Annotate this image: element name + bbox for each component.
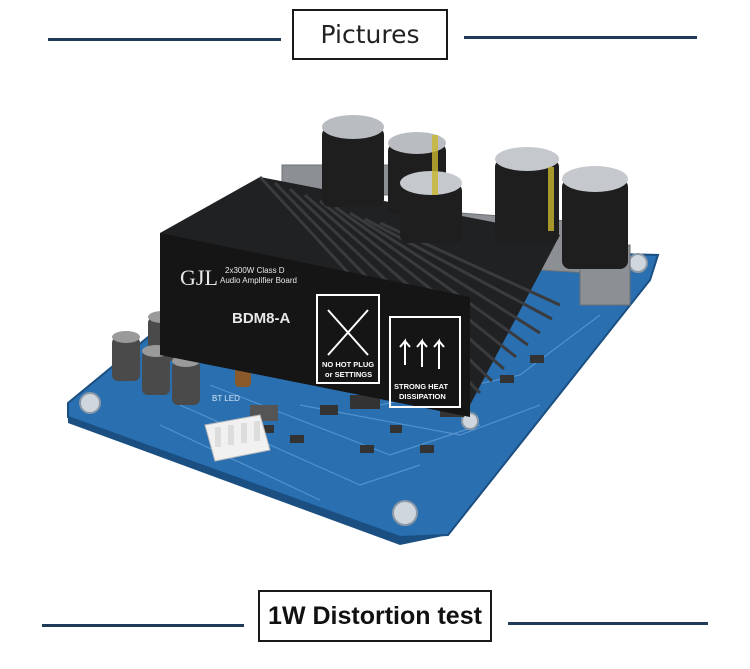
silkscreen-led: BT LED (212, 394, 240, 403)
mount-hole-left (79, 392, 101, 414)
white-connector (204, 414, 271, 462)
amplifier-board-image: BT LED GJL 2x300W Class D (67, 115, 660, 545)
header-rule-right (464, 36, 697, 39)
mount-hole-bottom (392, 500, 418, 526)
heatsink-label: GJL 2x300W Class D Audio Amplifier Board… (180, 265, 297, 327)
section-title-pictures: Pictures (292, 9, 448, 60)
section-title-pictures-text: Pictures (320, 20, 420, 49)
mount-hole-right (628, 253, 648, 273)
warning2-line2: DISSIPATION (399, 392, 446, 401)
footer-rule-left (42, 624, 244, 627)
header-rule-left (48, 38, 281, 41)
warning-strong-heat: STRONG HEAT DISSIPATION (389, 316, 461, 408)
heatsink-line1: 2x300W Class D (225, 266, 285, 275)
section-title-distortion-text: 1W Distortion test (268, 601, 482, 630)
model-name: BDM8-A (232, 310, 290, 327)
warning1-line1: NO HOT PLUG (322, 360, 374, 369)
heatsink-line2: Audio Amplifier Board (220, 276, 297, 285)
large-capacitors (322, 115, 628, 269)
footer-rule-right (508, 622, 708, 625)
warning2-line1: STRONG HEAT (394, 382, 448, 391)
warning-no-hot-plug: NO HOT PLUG or SETTINGS (316, 294, 380, 384)
brand-mark: GJL (180, 265, 218, 290)
section-title-distortion: 1W Distortion test (258, 590, 492, 642)
warning1-line2: or SETTINGS (325, 370, 372, 379)
